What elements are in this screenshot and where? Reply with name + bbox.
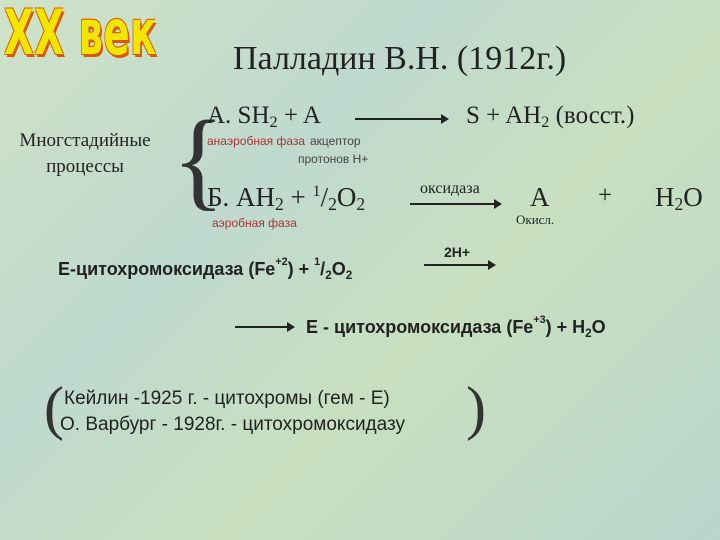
b-product: A [530, 182, 550, 212]
oxidase-label: оксидаза [420, 180, 480, 197]
left-paren: ( [44, 375, 64, 441]
arrow-2h-label: 2H+ [444, 244, 471, 260]
b-product-note: Окисл. [516, 212, 555, 227]
water: H2O [655, 182, 703, 214]
acceptor-label: акцептор [310, 134, 361, 148]
brace: { [172, 98, 225, 220]
cyto-line-2: Е - цитохромоксидаза (Fe+3) + H2O [306, 314, 606, 340]
cyto-line-1: Е-цитохромоксидаза (Fe+2) + 1/2O2 [58, 256, 353, 282]
ref-warburg: О. Варбург - 1928г. - цитохромоксидазу [60, 414, 405, 435]
process-label: Многстадийные процессы [19, 130, 151, 177]
arrow-cyto [235, 322, 295, 332]
plus-sign: + [598, 182, 613, 209]
reaction-a-right: S + AH2 (восст.) [466, 102, 635, 131]
arrow-2h [424, 260, 496, 270]
protons-label: протонов H+ [298, 152, 369, 166]
page-title: Палладин В.Н. (1912г.) [233, 40, 567, 77]
arrow-a [355, 114, 449, 124]
ref-keilin: Кейлин -1925 г. - цитохромы (гем - Е) [64, 388, 390, 409]
arrow-b [410, 199, 502, 209]
aerobic-label: аэробная фаза [212, 216, 297, 230]
right-paren: ) [466, 375, 486, 441]
anaerobic-label: анаэробная фаза [207, 134, 306, 148]
reaction-b-left: Б. AH2 + 1/2O2 [207, 182, 366, 214]
reaction-a-left: А. SH2 + A [207, 102, 321, 131]
logo: XX век [4, 0, 157, 69]
